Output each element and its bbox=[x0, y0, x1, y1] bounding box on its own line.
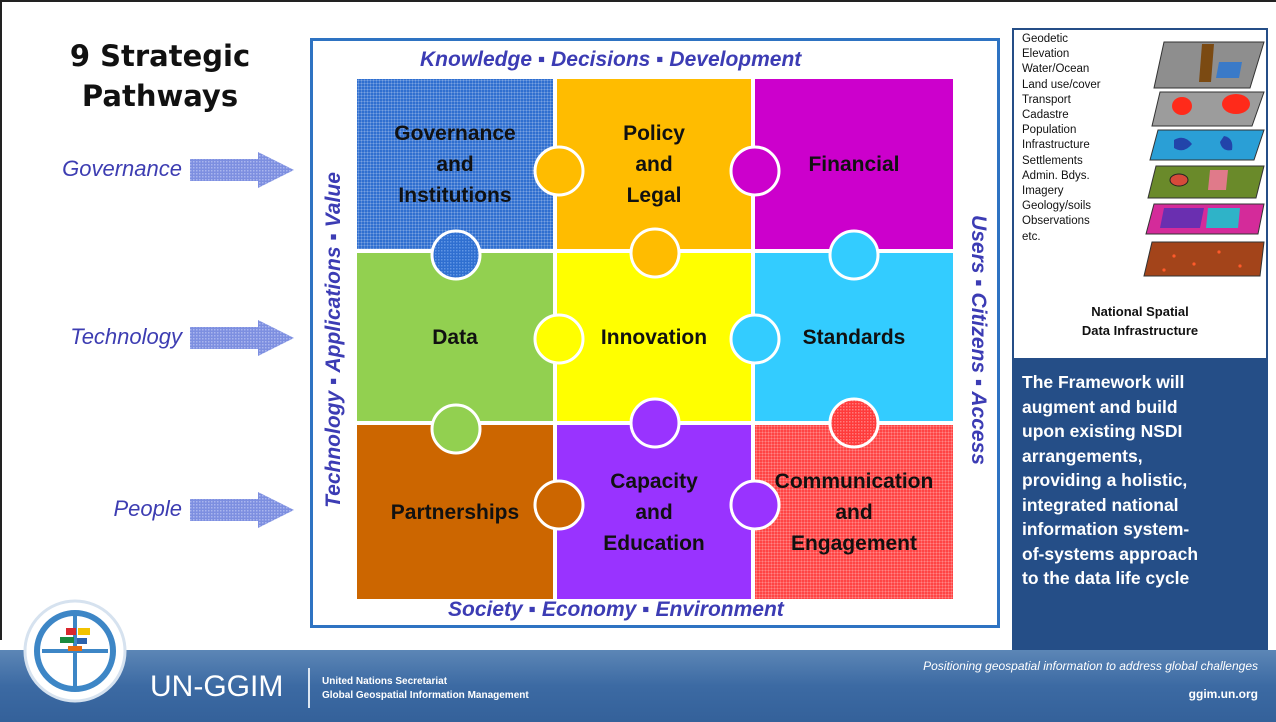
footer-website: ggim.un.org bbox=[1188, 687, 1258, 701]
footer-bar: UN-GGIM United Nations Secretariat Globa… bbox=[0, 650, 1276, 722]
title-line-2: Pathways bbox=[81, 79, 239, 113]
page-title: 9 Strategic Pathways bbox=[40, 36, 280, 116]
footer-tagline: Positioning geospatial information to ad… bbox=[923, 659, 1258, 673]
framework-statement: The Framework will augment and build upo… bbox=[1022, 370, 1266, 591]
footer-org-line-1: United Nations Secretariat bbox=[322, 676, 448, 687]
border-label-top: Knowledge ▪ Decisions ▪ Development bbox=[420, 48, 802, 71]
framework-line: to the data life cycle bbox=[1022, 568, 1190, 588]
nsdi-figure: Geodetic Elevation Water/Ocean Land use/… bbox=[1014, 30, 1266, 358]
framework-line: integrated national bbox=[1022, 494, 1179, 515]
puzzle-piece-label-line: Institutions bbox=[398, 183, 512, 207]
pathway-label: Governance bbox=[62, 156, 182, 181]
top-frame-line bbox=[0, 0, 1276, 2]
layer-label: Transport bbox=[1022, 93, 1071, 106]
puzzle-piece-label-line: Innovation bbox=[600, 325, 708, 349]
footer-divider bbox=[308, 668, 310, 708]
framework-line: information system- bbox=[1022, 519, 1190, 539]
layer-label: Observations bbox=[1022, 215, 1090, 228]
border-label-left: Technology ▪ Applications ▪ Value bbox=[322, 172, 345, 508]
puzzle-piece-label-line: Financial bbox=[808, 152, 900, 176]
border-label-bottom: Society ▪ Economy ▪ Environment bbox=[448, 598, 784, 621]
pathway-people: People bbox=[0, 490, 300, 530]
puzzle-piece-label-line: Capacity bbox=[610, 469, 698, 493]
layer-label: Elevation bbox=[1022, 48, 1070, 61]
puzzle-piece-label-line: Standards bbox=[802, 325, 906, 349]
left-frame-line bbox=[0, 0, 2, 640]
puzzle-piece-label-line: Education bbox=[603, 531, 705, 555]
puzzle-piece-label: Financial bbox=[808, 149, 899, 180]
pathway-label: People bbox=[113, 496, 182, 521]
layer-label: Infrastructure bbox=[1022, 139, 1090, 152]
framework-line: augment and build bbox=[1022, 396, 1178, 417]
puzzle-piece: Innovation bbox=[557, 253, 751, 421]
right-arrow-icon bbox=[190, 492, 294, 528]
puzzle-piece-label-line: and bbox=[436, 152, 474, 176]
layer-label: Admin. Bdys. bbox=[1022, 169, 1090, 182]
puzzle-piece-label-line: Policy bbox=[623, 121, 685, 145]
footer-org-line-2: Global Geospatial Information Management bbox=[322, 690, 529, 701]
layer-label: Land use/cover bbox=[1022, 78, 1101, 91]
layer-label: Geodetic bbox=[1022, 33, 1069, 45]
layer-label: etc. bbox=[1022, 230, 1041, 243]
puzzle-piece-label-line: Legal bbox=[626, 183, 682, 207]
puzzle-piece: Data bbox=[357, 253, 553, 421]
puzzle-piece-label-line: and bbox=[835, 500, 873, 524]
layer-label: Imagery bbox=[1022, 185, 1064, 198]
pathway-label: Technology bbox=[70, 324, 182, 349]
puzzle-piece-label-line: Engagement bbox=[790, 531, 917, 555]
footer-brand: UN-GGIM bbox=[150, 670, 284, 703]
border-label-right: Users ▪ Citizens ▪ Access bbox=[967, 215, 990, 465]
framework-line: The Framework will bbox=[1022, 372, 1185, 392]
right-arrow-icon bbox=[190, 152, 294, 188]
layer-stack-illustration bbox=[1143, 41, 1265, 277]
layer-label: Cadastre bbox=[1022, 109, 1069, 122]
nsdi-caption: National Spatial Data Infrastructure bbox=[1014, 302, 1266, 340]
puzzle-piece-label: Innovation bbox=[601, 322, 707, 353]
puzzle-piece-label-line: Communication bbox=[774, 469, 934, 493]
layers-list: Geodetic Elevation Water/Ocean Land use/… bbox=[1022, 32, 1101, 245]
title-line-1: 9 Strategic bbox=[69, 39, 251, 73]
framework-line: upon existing NSDI bbox=[1022, 421, 1183, 441]
puzzle-piece-label-line: Governance bbox=[394, 121, 516, 145]
framework-line: arrangements, bbox=[1022, 445, 1143, 466]
puzzle-piece-label: Data bbox=[432, 322, 478, 353]
puzzle-piece-label: Partnerships bbox=[391, 497, 519, 528]
un-ggim-logo bbox=[23, 599, 127, 703]
layer-label: Geology/soils bbox=[1022, 200, 1092, 213]
pathway-technology: Technology bbox=[0, 318, 300, 358]
framework-line: providing a holistic, bbox=[1022, 470, 1188, 490]
puzzle-piece-label: Standards bbox=[803, 322, 906, 353]
puzzle-connectors-overlay bbox=[430, 145, 880, 531]
pathway-governance: Governance bbox=[0, 150, 300, 190]
layer-label: Settlements bbox=[1022, 154, 1083, 167]
layer-label: Population bbox=[1022, 124, 1077, 137]
framework-line: of-systems approach bbox=[1022, 543, 1199, 564]
layer-label: Water/Ocean bbox=[1022, 63, 1090, 76]
puzzle-piece-label-line: and bbox=[635, 500, 673, 524]
puzzle-piece: Standards bbox=[755, 253, 953, 421]
nsdi-caption-line-1: National Spatial bbox=[1091, 304, 1189, 319]
puzzle-piece: Financial bbox=[755, 79, 953, 249]
puzzle-piece-label-line: Partnerships bbox=[390, 500, 520, 524]
right-arrow-icon bbox=[190, 320, 294, 356]
puzzle-piece-label-line: Data bbox=[432, 325, 478, 349]
right-panel: Geodetic Elevation Water/Ocean Land use/… bbox=[1012, 28, 1268, 650]
nsdi-caption-line-2: Data Infrastructure bbox=[1081, 323, 1199, 338]
puzzle-piece-label-line: and bbox=[635, 152, 673, 176]
